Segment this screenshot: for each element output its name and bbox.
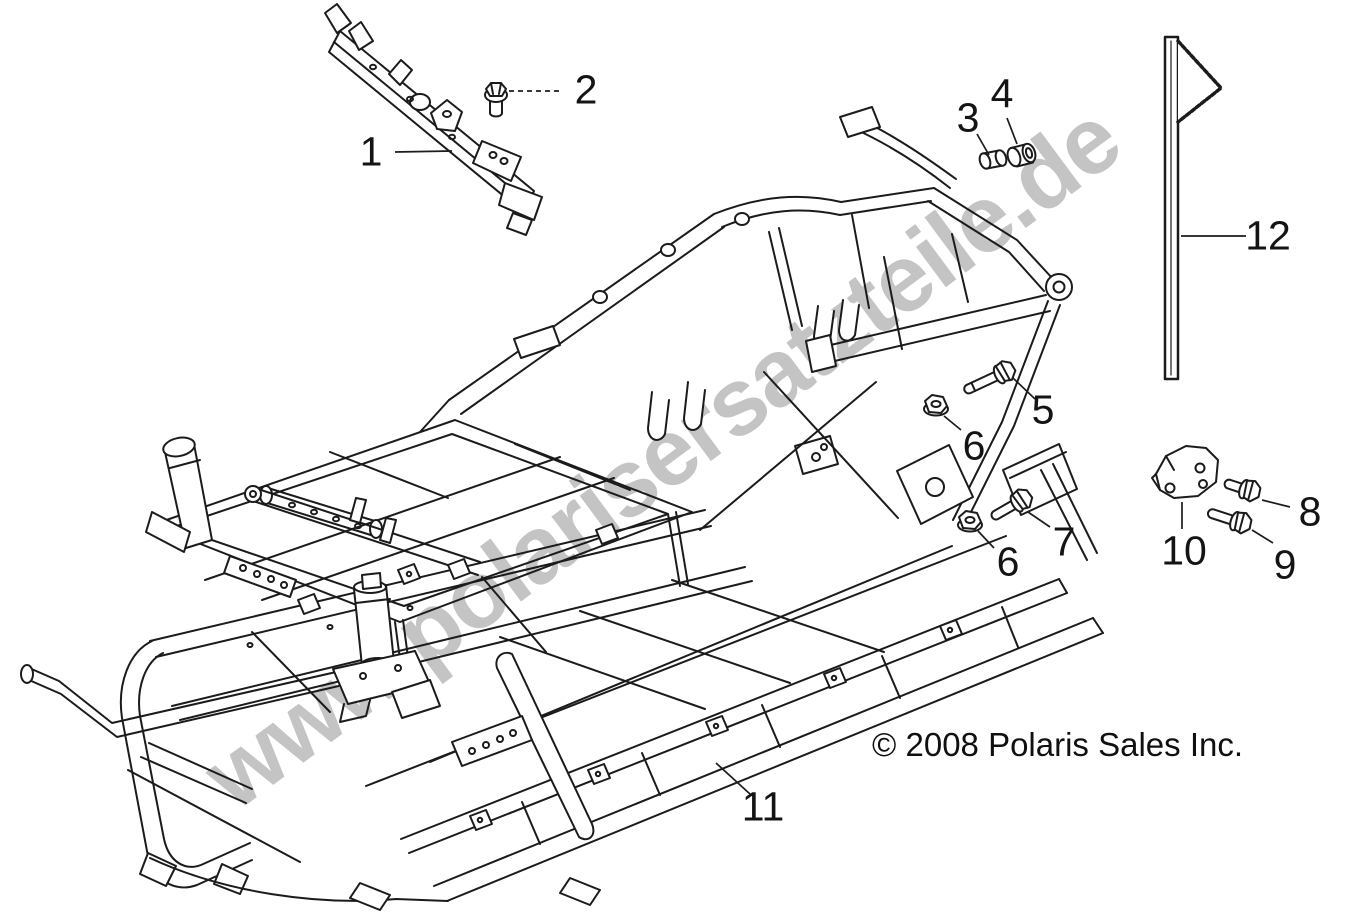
part-12-flag-drawing xyxy=(1163,35,1223,381)
part-7-bolt-drawing xyxy=(990,484,1037,521)
part-9-bolt-drawing xyxy=(1206,508,1255,537)
part-2-bolt-drawing xyxy=(484,82,508,118)
leader-line-spacer xyxy=(976,133,990,156)
leader-line-flange-bolt-mid xyxy=(1027,511,1051,528)
callout-4-bushing: 4 xyxy=(990,70,1014,117)
leader-line-main-frame xyxy=(715,762,751,795)
leader-line-front-crossmember xyxy=(394,150,453,153)
part-4-bushing-drawing xyxy=(1006,142,1037,168)
callout-3-spacer: 3 xyxy=(956,94,980,141)
leader-line-flange-nut-lower xyxy=(977,530,995,549)
part-11-frame-drawing xyxy=(20,106,1104,911)
leader-line-flange-nut-upper xyxy=(943,415,962,431)
callout-8-flange-bolt-short-upper: 8 xyxy=(1298,488,1322,535)
callout-9-flange-bolt-short-lower: 9 xyxy=(1273,541,1297,588)
callout-7-flange-bolt-mid: 7 xyxy=(1052,518,1076,565)
callout-11-main-frame: 11 xyxy=(741,783,785,830)
part-3-spacer-drawing xyxy=(978,149,1008,170)
copyright-text: © 2008 Polaris Sales Inc. xyxy=(872,726,1244,763)
callout-6-flange-nut-upper: 6 xyxy=(962,422,986,469)
callout-1-front-crossmember: 1 xyxy=(359,128,383,175)
leader-line-flange-bolt-long xyxy=(1012,377,1036,400)
callout-6-flange-nut-lower: 6 xyxy=(996,538,1020,585)
part-1-crossmember-drawing xyxy=(324,3,543,236)
part-10-bracket-drawing xyxy=(1151,445,1219,499)
part-5-bolt-drawing xyxy=(963,356,1020,395)
callout-10-mount-bracket: 10 xyxy=(1161,527,1207,574)
callout-5-flange-bolt-long: 5 xyxy=(1031,386,1055,433)
part-8-bolt-drawing xyxy=(1223,476,1264,505)
leader-line-flange-bolt-short-lower xyxy=(1251,529,1274,544)
callout-12-safety-flag: 12 xyxy=(1245,212,1291,259)
callout-2-flange-bolt-top: 2 xyxy=(574,66,598,113)
leader-line-bushing xyxy=(1006,117,1018,145)
leader-line-flange-bolt-short-upper xyxy=(1261,499,1291,508)
